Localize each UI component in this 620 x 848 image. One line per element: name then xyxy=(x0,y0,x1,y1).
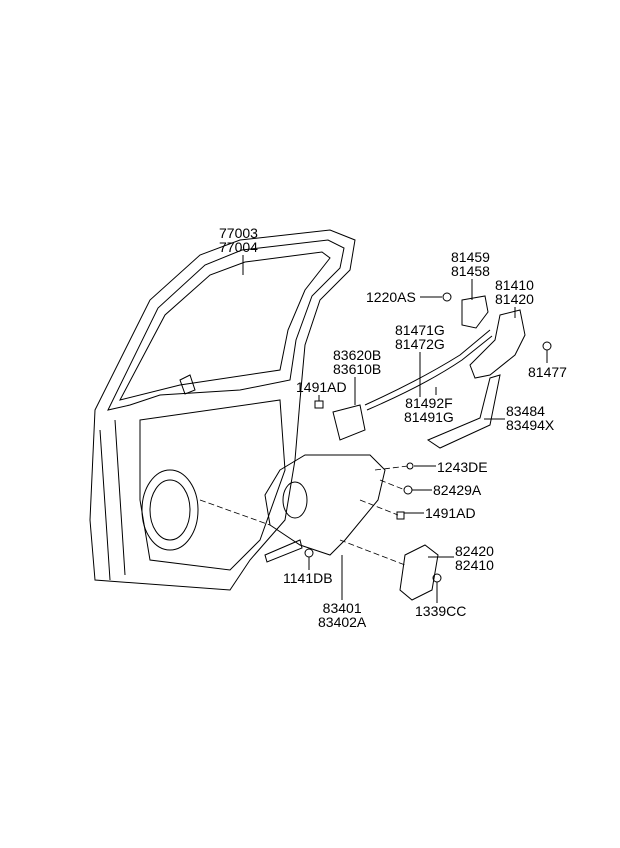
label-82429a: 82429A xyxy=(433,482,482,498)
inner-handle-drawing xyxy=(332,404,366,441)
channel-drawing xyxy=(426,374,501,449)
latch-drawing xyxy=(469,309,526,379)
leader-lines xyxy=(242,255,548,603)
guide-lines xyxy=(199,465,409,566)
label-1339cc: 1339CC xyxy=(415,603,467,619)
label-1141db: 1141DB xyxy=(283,570,333,586)
regulator-drawing xyxy=(264,454,386,556)
motor-drawing xyxy=(399,544,439,601)
label-81477: 81477 xyxy=(528,364,567,380)
label-1491ad-bottom: 1491AD xyxy=(425,505,476,521)
label-1491ad-top: 1491AD xyxy=(296,379,347,395)
label-1243de: 1243DE xyxy=(437,459,488,475)
label-1220as: 1220AS xyxy=(366,289,416,305)
latch-cover-drawing xyxy=(461,295,489,329)
cable-drawing xyxy=(364,329,493,411)
door-panel-drawing xyxy=(89,229,356,591)
